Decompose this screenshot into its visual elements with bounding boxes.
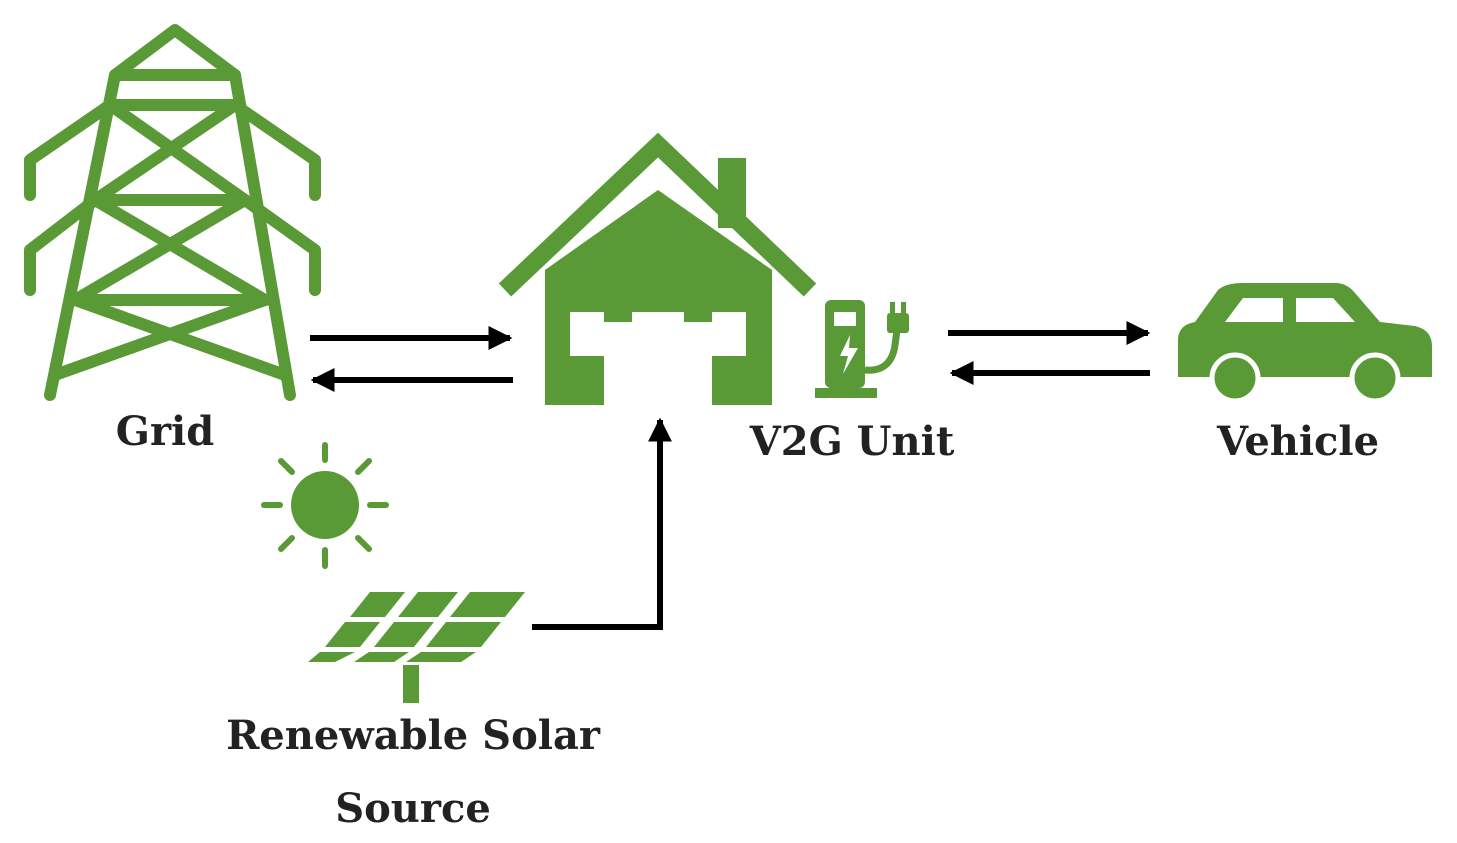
transmission-tower-icon [24,24,321,401]
house-icon [498,132,817,405]
solar-panel-icon [308,592,525,703]
grid-label: Grid [115,408,215,455]
solar-label-line2: Source [335,785,491,832]
v2g-unit-label: V2G Unit [749,418,955,465]
arrow-solar-to-home [532,417,672,630]
solar-label-line1: Renewable Solar [226,712,600,759]
car-icon [1178,283,1432,404]
sun-icon [261,442,389,569]
ev-charging-station-icon [815,300,909,398]
vehicle-label: Vehicle [1216,418,1380,465]
